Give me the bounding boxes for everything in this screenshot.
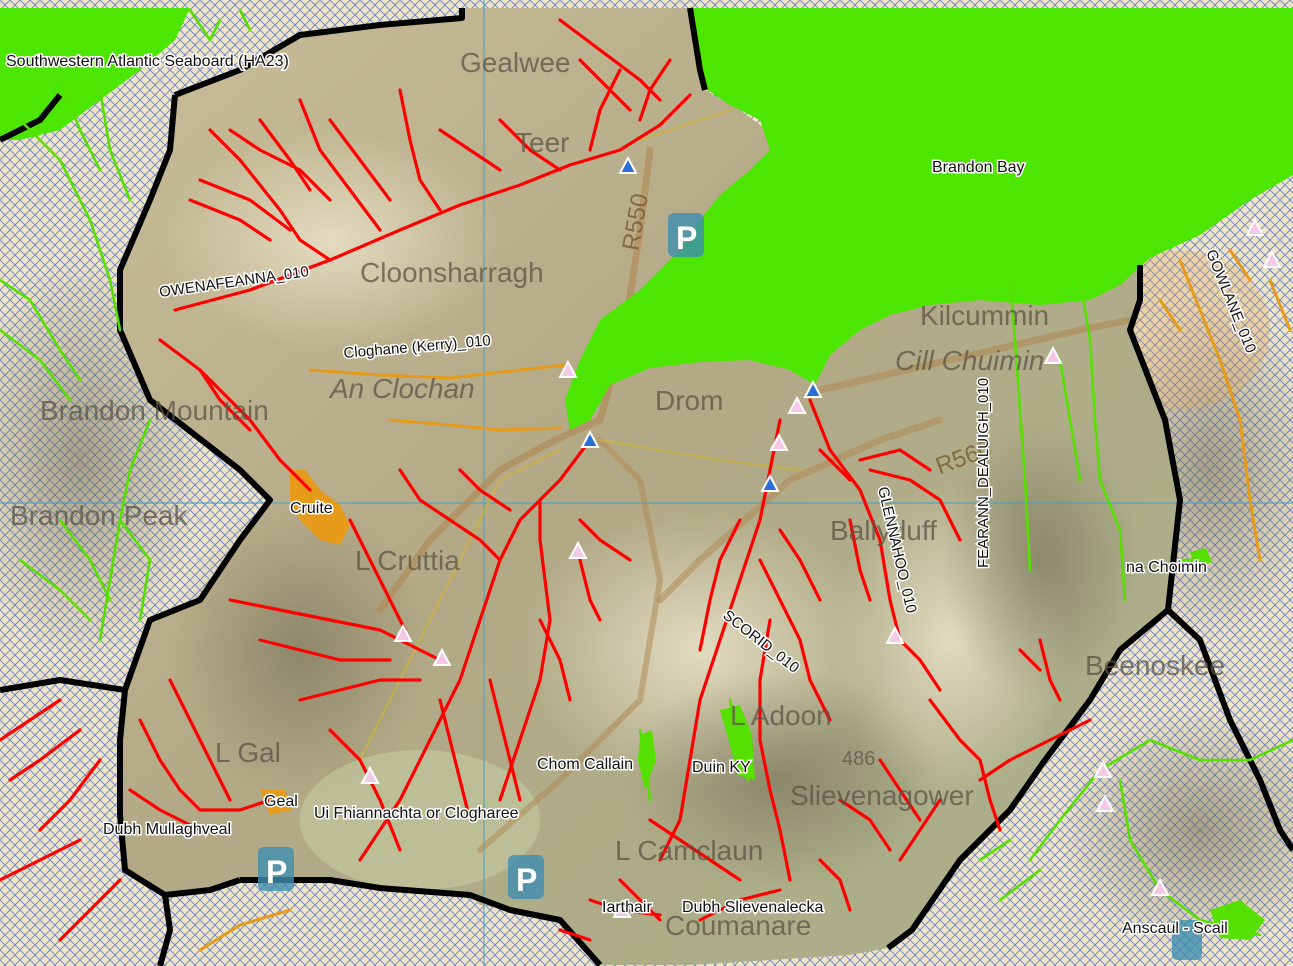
- lake-label-duin-ky: Duin KY: [692, 759, 751, 776]
- lake-label-iarthair: Iarthair: [602, 899, 652, 916]
- base-label: Slievenagower: [790, 780, 974, 811]
- base-label: Cloonsharragh: [360, 257, 544, 288]
- station-marker[interactable]: [1043, 345, 1063, 364]
- roads: [358, 108, 1134, 853]
- lake-label-cruite: Cruite: [290, 500, 333, 517]
- station-marker[interactable]: [787, 395, 807, 414]
- base-label: L Camclaun: [615, 835, 763, 866]
- station-marker[interactable]: [580, 429, 600, 448]
- station-marker[interactable]: [885, 625, 905, 644]
- base-label: Kilcummin: [920, 300, 1049, 331]
- parking-icon: [668, 213, 704, 257]
- svg-text:P: P: [266, 854, 287, 890]
- base-label: Coumanare: [665, 910, 811, 941]
- station-marker[interactable]: [393, 623, 413, 642]
- lake-label-na-choimin: na Choimin: [1126, 559, 1207, 576]
- base-label: Gealwee: [460, 47, 571, 78]
- monitoring-stations[interactable]: [360, 155, 1282, 918]
- base-label: An Clochan: [328, 373, 475, 404]
- area-name-label: Southwestern Atlantic Seaboard (HA23): [6, 53, 289, 70]
- station-marker[interactable]: [360, 765, 380, 784]
- parking-icon: [258, 847, 294, 891]
- lake-label-geal: Geal: [264, 793, 298, 810]
- station-marker[interactable]: [618, 155, 638, 174]
- station-marker[interactable]: [769, 432, 789, 451]
- brandon-bay[interactable]: [565, 8, 1293, 430]
- station-marker[interactable]: [1150, 877, 1170, 896]
- base-label: L Adoon: [730, 700, 832, 731]
- base-label: Drom: [655, 385, 723, 416]
- base-label: Brandon Mountain: [40, 395, 269, 426]
- station-marker[interactable]: [558, 359, 578, 378]
- station-marker[interactable]: [612, 899, 632, 918]
- station-marker[interactable]: [803, 379, 823, 398]
- lake-label-ui-fhiannachta: Ui Fhiannachta or Clogharee: [314, 805, 519, 822]
- parking-icon: [508, 855, 544, 899]
- lakes: [260, 470, 1265, 940]
- orange-rivers: [198, 248, 1292, 952]
- station-marker[interactable]: [1093, 759, 1113, 778]
- lake-label-dubh-mullaghveal: Dubh Mullaghveal: [103, 821, 231, 838]
- base-label: L Cruttia: [355, 545, 460, 576]
- base-label: Ballyduff: [830, 515, 937, 546]
- svg-text:P: P: [516, 862, 537, 898]
- station-marker[interactable]: [432, 647, 452, 666]
- station-marker[interactable]: [1245, 217, 1265, 236]
- base-label: Beenoskee: [1085, 650, 1225, 681]
- basemap-labels: Gealwee Teer Cloonsharragh An Clochan Dr…: [10, 47, 1225, 941]
- station-marker[interactable]: [568, 540, 588, 559]
- parking-icon: [1172, 920, 1202, 960]
- station-marker[interactable]: [760, 473, 780, 492]
- station-marker[interactable]: [1262, 249, 1282, 268]
- base-label: Brandon Peak: [10, 500, 188, 531]
- base-label: L Gal: [215, 737, 281, 768]
- base-label: 486: [842, 748, 875, 770]
- lake-label-chom-callain: Chom Callain: [537, 756, 633, 773]
- river-label-fearann: FEARANN_DEALUIGH_010: [975, 378, 992, 568]
- station-marker[interactable]: [1095, 793, 1115, 812]
- base-label: Teer: [515, 127, 569, 158]
- svg-text:P: P: [676, 220, 697, 256]
- base-label: Cill Chuimin: [895, 345, 1044, 376]
- neighbor-rivers: [0, 8, 1293, 937]
- lake-label-dubh-slievenalecka: Dubh Slievenalecka: [682, 899, 824, 916]
- catchment-borders: [0, 7, 1293, 966]
- lake-label-anscaul: Anscaul - Scail: [1122, 920, 1228, 937]
- bay-label: Brandon Bay: [932, 159, 1025, 176]
- parking-icons: P P P: [258, 213, 1202, 960]
